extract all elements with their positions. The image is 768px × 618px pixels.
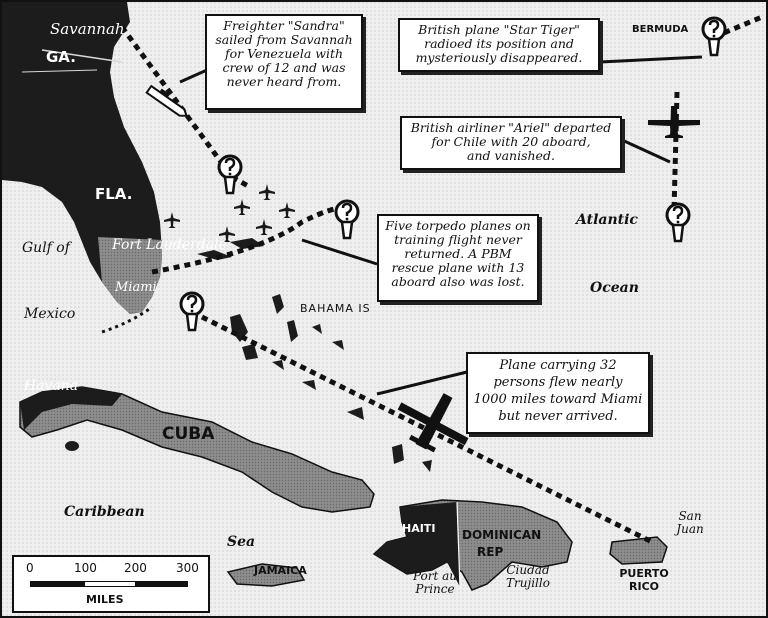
route-sandra bbox=[119, 25, 235, 179]
scale-bar-segment bbox=[136, 581, 188, 587]
callout-star-tiger: British plane "Star Tiger" radioed its p… bbox=[398, 18, 600, 72]
label-savannah: Savannah bbox=[50, 20, 125, 38]
label-puerto-rico: PUERTO RICO bbox=[619, 567, 669, 593]
label-havana: Havana bbox=[24, 378, 79, 394]
label-san-juan: San Juan bbox=[676, 509, 704, 536]
scale-legend: 0 100 200 300 MILES bbox=[12, 555, 210, 613]
label-port-au-prince: Port au Prince bbox=[412, 569, 458, 596]
south-florida-shading bbox=[98, 237, 162, 314]
airplane-icon bbox=[397, 393, 469, 453]
cuba-landmass bbox=[19, 386, 375, 513]
callout-sandra: Freighter "Sandra" sailed from Savannah … bbox=[205, 14, 363, 110]
label-fort-lauderdale: Fort Lauderdale bbox=[112, 237, 227, 253]
label-rep: REP bbox=[477, 545, 504, 559]
callout-plane32: Plane carrying 32 persons flew nearly 10… bbox=[466, 352, 650, 434]
bahama-islands bbox=[197, 238, 432, 472]
scale-unit: MILES bbox=[86, 593, 124, 606]
scale-bar-segment bbox=[84, 581, 136, 587]
label-ciudad-trujillo: Ciudad Trujillo bbox=[506, 563, 550, 590]
label-ocean: Ocean bbox=[590, 280, 639, 296]
florida-georgia-landmass bbox=[2, 2, 162, 314]
callout-torpedo: Five torpedo planes on training flight n… bbox=[377, 214, 539, 302]
label-dominican: DOMINICAN bbox=[462, 528, 542, 542]
label-mexico: Mexico bbox=[24, 306, 76, 322]
route-ariel bbox=[671, 91, 680, 213]
scale-bar-segment bbox=[30, 581, 84, 587]
label-gulf-of: Gulf of bbox=[22, 240, 70, 256]
scale-tick-0: 0 bbox=[26, 561, 34, 575]
label-georgia: GA. bbox=[46, 48, 76, 66]
scale-tick-300: 300 bbox=[176, 561, 199, 575]
callout-pointers bbox=[179, 55, 703, 396]
label-jamaica: JAMAICA bbox=[254, 564, 307, 577]
label-bermuda: BERMUDA bbox=[632, 24, 689, 35]
label-atlantic: Atlantic bbox=[576, 212, 638, 228]
label-florida: FLA. bbox=[95, 185, 133, 203]
label-cuba: CUBA bbox=[162, 424, 215, 444]
callout-ariel: British airliner "Ariel" departed for Ch… bbox=[400, 116, 622, 170]
airplane-icon bbox=[648, 106, 700, 138]
label-haiti: HAITI bbox=[402, 522, 436, 535]
label-miami: Miami bbox=[115, 280, 157, 295]
label-sea: Sea bbox=[227, 534, 256, 550]
scale-tick-200: 200 bbox=[124, 561, 147, 575]
label-bahama-islands: BAHAMA IS bbox=[300, 302, 371, 315]
route-torpedo bbox=[151, 204, 348, 275]
puerto-rico-landmass bbox=[609, 536, 668, 565]
scale-tick-100: 100 bbox=[74, 561, 97, 575]
route-plane32 bbox=[200, 314, 654, 545]
route-star-tiger bbox=[713, 14, 763, 40]
label-caribbean: Caribbean bbox=[64, 504, 145, 520]
jamaica-landmass bbox=[226, 563, 306, 587]
ship-icon bbox=[145, 84, 189, 117]
